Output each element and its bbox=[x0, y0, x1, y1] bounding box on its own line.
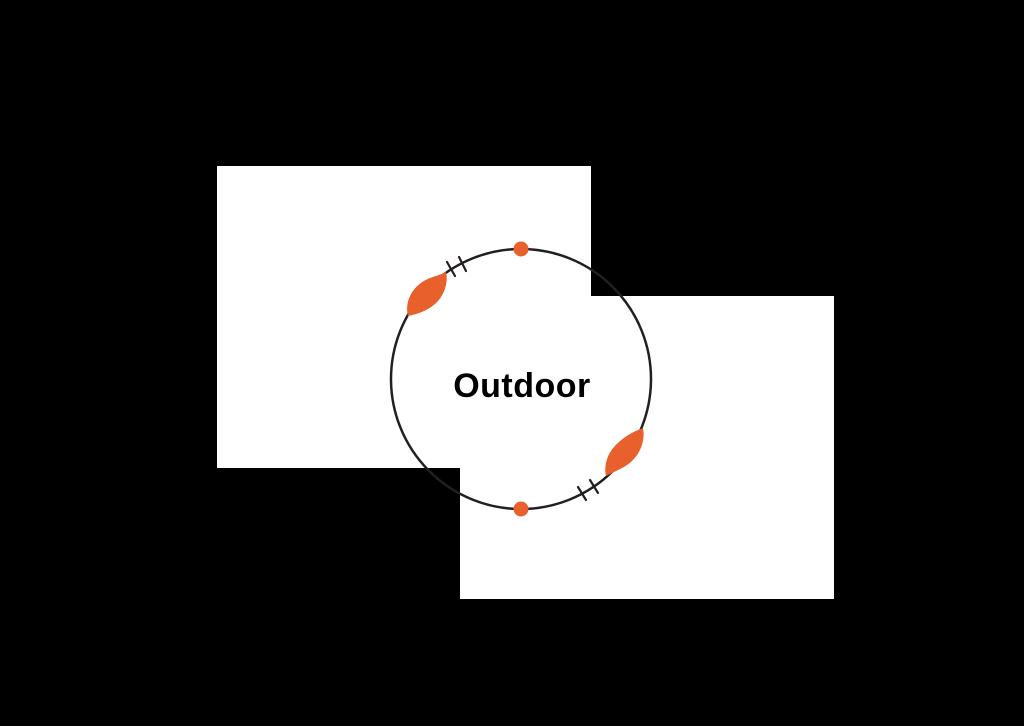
logo-wordmark: Outdoor bbox=[453, 367, 591, 405]
tick-marks-icon-lower bbox=[576, 478, 600, 502]
leaf-icon-upper-left bbox=[407, 272, 447, 316]
dot-icon-top bbox=[513, 241, 529, 257]
dot-icon-bottom bbox=[513, 501, 529, 517]
tick-marks-icon-upper bbox=[445, 255, 468, 278]
leaf-icon-lower-right bbox=[605, 428, 644, 476]
